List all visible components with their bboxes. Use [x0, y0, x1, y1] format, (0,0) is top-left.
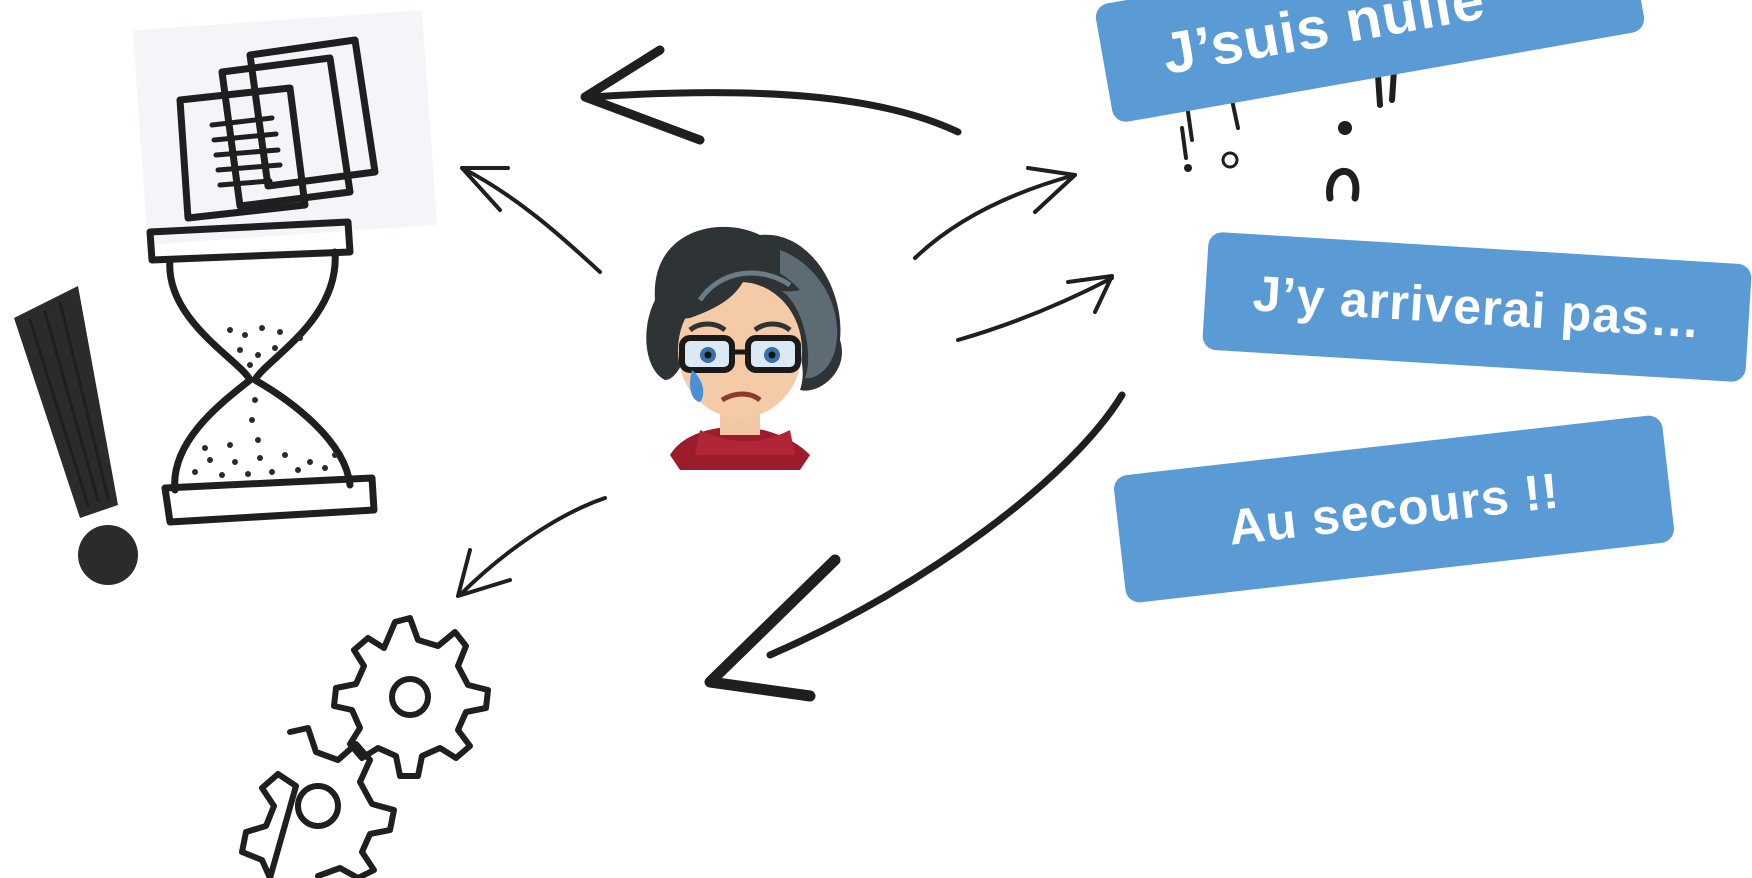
arrow-big-curve	[766, 391, 1126, 659]
arrows	[456, 45, 1126, 702]
arrow-top-left	[586, 89, 962, 136]
arrow-to-top-right	[913, 173, 1077, 260]
documents-icon	[132, 10, 438, 245]
exclamation-mark-icon	[14, 286, 138, 585]
bubble-text-third: Au secours !!	[1225, 462, 1563, 556]
arrow-to-gears	[458, 496, 607, 597]
confused-people-icon	[1180, 67, 1397, 202]
hourglass-icon	[146, 218, 378, 526]
crying-woman-avatar	[646, 226, 842, 470]
gears-icon	[239, 615, 491, 878]
arrow-to-documents	[460, 166, 602, 274]
arrow-to-middle-right	[956, 276, 1114, 342]
bubble-text-second: J’y arriverai pas…	[1251, 265, 1703, 349]
